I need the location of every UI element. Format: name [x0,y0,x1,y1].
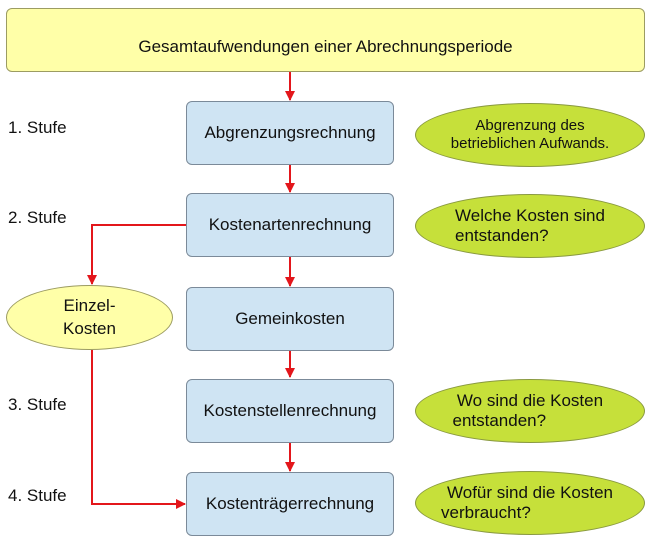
question-3-line-2: entstanden? [452,411,547,430]
box-abgrenzungsrechnung: Abgrenzungsrechnung [186,101,394,165]
question-3-line-1: Wo sind die Kosten [456,390,604,410]
level-2-label: 2. Stufe [8,208,67,227]
level-1-label: 1. Stufe [8,118,67,137]
total-expenses-box: Gesamtaufwendungen einer Abrechnungsperi… [6,8,645,72]
question-2-line-2: entstanden? [455,226,549,245]
arrow-einzelkosten-to-kostentraeger [91,350,186,509]
box-kostenstellenrechnung: Kostenstellenrechnung [186,379,394,443]
einzelkosten-line-2: Kosten [63,318,116,338]
box-kostenartenrechnung: Kostenartenrechnung [186,193,394,257]
question-ellipse-4: Wofür sind die Kosten verbraucht? [415,471,645,535]
einzelkosten-line-1: Einzel- [63,296,116,316]
question-ellipse-2: Welche Kosten sind entstanden? [415,194,645,258]
question-2-line-1: Welche Kosten sind [455,205,605,225]
question-ellipse-1: Abgrenzung des betrieblichen Aufwands. [415,103,645,167]
box-kostentraegerrechnung: Kostenträgerrechnung [186,472,394,536]
level-4-label: 4. Stufe [8,486,67,505]
question-4-line-2: verbraucht? [441,503,531,522]
level-3-label: 3. Stufe [8,395,67,414]
question-4-line-1: Wofür sind die Kosten [447,482,613,502]
einzelkosten-ellipse: Einzel- Kosten [6,285,173,350]
question-1-line-1: Abgrenzung des [475,117,585,134]
arrow-kostenarten-to-einzelkosten [87,224,186,285]
total-expenses-label: Gesamtaufwendungen einer Abrechnungsperi… [138,37,513,56]
box-gemeinkosten: Gemeinkosten [186,287,394,351]
question-ellipse-3: Wo sind die Kosten entstanden? [415,379,645,443]
question-1-line-2: betrieblichen Aufwands. [450,135,610,152]
